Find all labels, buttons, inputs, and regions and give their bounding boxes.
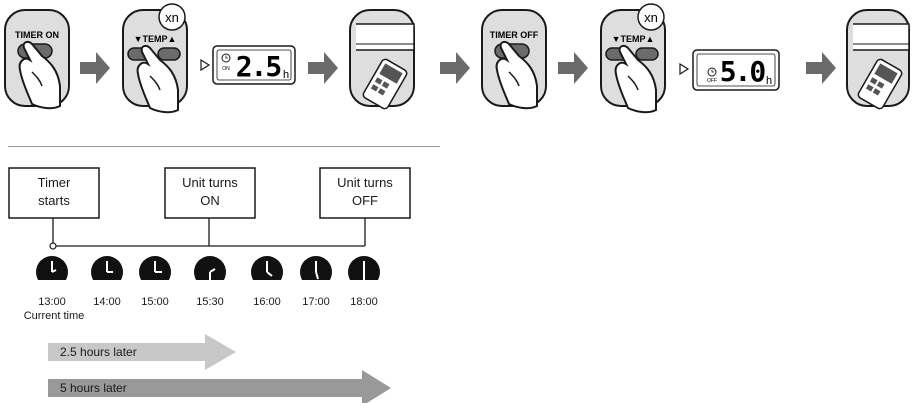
box-line: OFF	[352, 193, 378, 208]
play-icon	[200, 58, 211, 72]
step-sequence: TIMER ON ▼TEMP▲ xn ON 2.5 h	[4, 3, 910, 114]
clock-icon	[707, 67, 717, 77]
clock-icon-1700	[300, 256, 332, 280]
ac-unit-remote	[349, 9, 415, 110]
bar-5-hours-label: 5 hours later	[60, 381, 127, 395]
air-conditioner-icon	[853, 23, 910, 51]
unit-on-text: Unit turns ON	[165, 174, 255, 210]
bar-5-hours	[48, 370, 391, 403]
temp-label: ▼TEMP▲	[612, 34, 655, 44]
display-off: OFF 5.0 h	[679, 49, 780, 91]
clock-icon-1530	[194, 256, 226, 280]
next-arrow-icon	[558, 52, 588, 84]
timer-off-step: TIMER OFF	[481, 9, 547, 110]
clock-icon-1400	[91, 256, 123, 280]
timer-on-step: TIMER ON	[4, 9, 70, 110]
next-arrow-icon	[440, 52, 470, 84]
clock-icon-1300	[36, 256, 68, 280]
remote-control-icon	[857, 58, 903, 110]
time-label: 13:00	[38, 296, 66, 308]
clock-icon-1500	[139, 256, 171, 280]
time-label: 15:00	[141, 296, 169, 308]
clock-icon-1600	[251, 256, 283, 280]
unit-off-text: Unit turns OFF	[320, 174, 410, 210]
timer-off-label: TIMER OFF	[490, 30, 539, 40]
temp-step-2: ▼TEMP▲ xn	[600, 3, 666, 114]
air-conditioner-icon	[356, 23, 415, 51]
box-line: Unit turns	[182, 175, 238, 190]
repeat-badge	[158, 3, 186, 31]
next-arrow-icon	[308, 52, 338, 84]
time-label: 17:00	[302, 296, 330, 308]
repeat-badge	[637, 3, 665, 31]
box-line: ON	[200, 193, 220, 208]
next-arrow-icon	[806, 52, 836, 84]
display-on-unit: h	[283, 69, 289, 81]
temp-up-button	[157, 47, 181, 61]
start-marker	[49, 242, 57, 250]
display-off-unit: h	[766, 75, 772, 87]
box-line: Timer	[37, 175, 71, 190]
divider	[8, 146, 440, 147]
timer-starts-text: Timer starts	[9, 174, 99, 210]
display-on-mode: ON	[222, 66, 230, 72]
temp-up-button	[635, 47, 659, 61]
clock-icon	[221, 53, 231, 63]
remote-control-icon	[362, 58, 408, 110]
bar-2-5-hours-label: 2.5 hours later	[60, 345, 137, 359]
play-icon	[679, 62, 690, 76]
timer-starts-box	[8, 167, 100, 219]
repeat-badge-text: xn	[165, 10, 179, 25]
bar-2-5-hours	[48, 334, 236, 370]
display-off-mode: OFF	[707, 78, 717, 84]
current-time-label: Current time	[23, 310, 85, 322]
box-line: starts	[38, 193, 70, 208]
time-label: 18:00	[350, 296, 378, 308]
duration-bars	[48, 334, 391, 403]
clock-icon-1800	[348, 256, 380, 280]
unit-on-box	[164, 167, 256, 219]
repeat-badge-text: xn	[644, 10, 658, 25]
display-off-value: 5.0	[720, 55, 766, 88]
timer-on-label: TIMER ON	[15, 30, 59, 40]
time-label: 15:30	[196, 296, 224, 308]
box-line: Unit turns	[337, 175, 393, 190]
temp-label: ▼TEMP▲	[134, 34, 177, 44]
next-arrow-icon	[80, 52, 110, 84]
display-on-value: 2.5	[236, 50, 281, 83]
display-on: ON 2.5 h	[200, 45, 296, 85]
temp-step: ▼TEMP▲ xn	[122, 3, 188, 114]
time-label: 14:00	[93, 296, 121, 308]
ac-unit-remote-2	[846, 9, 910, 110]
time-label: 16:00	[253, 296, 281, 308]
timeline-diagram	[8, 167, 411, 280]
